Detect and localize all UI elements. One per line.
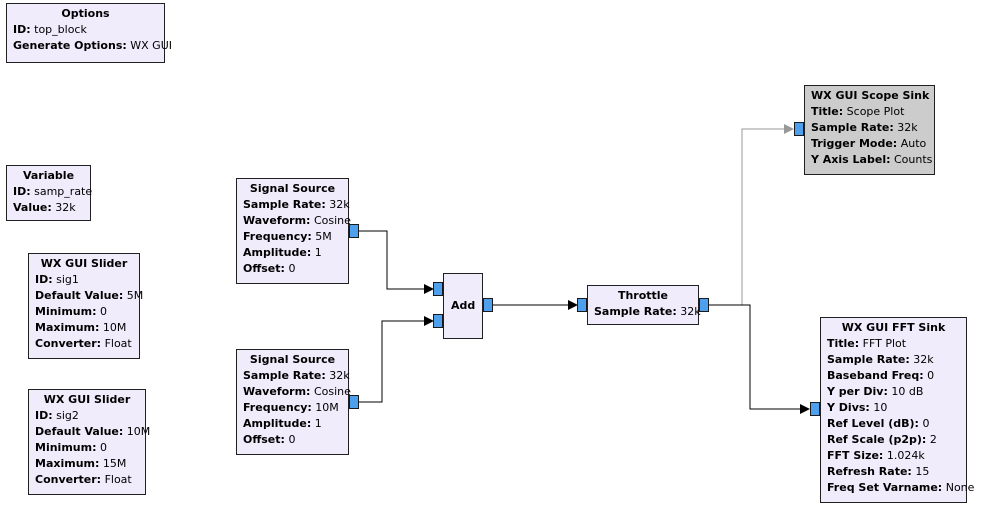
param-waveform: Waveform: Cosine xyxy=(243,214,351,227)
param-offset: Offset: 0 xyxy=(243,433,296,446)
source1-output-port[interactable] xyxy=(349,224,359,238)
param-y-divs: Y Divs: 10 xyxy=(827,401,888,414)
options-block[interactable]: Options ID: top_block Generate Options: … xyxy=(6,3,172,63)
param-minimum: Minimum: 0 xyxy=(35,441,107,454)
throttle-block[interactable]: Throttle Sample Rate: 32k xyxy=(587,285,701,325)
param-refresh-rate: Refresh Rate: 15 xyxy=(827,465,930,478)
slider-block-sig2[interactable]: WX GUI Slider ID: sig2 Default Value: 10… xyxy=(28,389,151,495)
block-title: WX GUI Scope Sink xyxy=(811,89,930,102)
param-trigger-mode: Trigger Mode: Auto xyxy=(811,137,927,150)
scope-input-port[interactable] xyxy=(794,122,804,136)
param-frequency: Frequency: 5M xyxy=(243,230,332,243)
param-ref-level: Ref Level (dB): 0 xyxy=(827,417,930,430)
param-default-value: Default Value: 5M xyxy=(35,289,144,302)
param-id: ID: sig2 xyxy=(35,409,79,422)
wire-source2-to-add[interactable] xyxy=(359,316,434,403)
variable-block[interactable]: Variable ID: samp_rate Value: 32k xyxy=(6,165,93,221)
fft-sink-block[interactable]: WX GUI FFT Sink Title: FFT Plot Sample R… xyxy=(820,317,975,503)
param-baseband-freq: Baseband Freq: 0 xyxy=(827,369,935,382)
scope-sink-block[interactable]: WX GUI Scope Sink Title: Scope Plot Samp… xyxy=(804,85,935,175)
param-frequency: Frequency: 10M xyxy=(243,401,339,414)
param-offset: Offset: 0 xyxy=(243,262,296,275)
param-sample-rate: Sample Rate: 32k xyxy=(243,198,350,211)
param-y-per-div: Y per Div: 10 dB xyxy=(827,385,924,398)
param-sample-rate: Sample Rate: 32k xyxy=(594,305,701,318)
param-default-value: Default Value: 10M xyxy=(35,425,151,438)
param-minimum: Minimum: 0 xyxy=(35,305,107,318)
param-sample-rate: Sample Rate: 32k xyxy=(811,121,918,134)
signal-source-block-2[interactable]: Signal Source Sample Rate: 32k Waveform:… xyxy=(236,349,351,455)
source2-output-port[interactable] xyxy=(349,395,359,409)
block-title: Signal Source xyxy=(249,182,336,195)
block-title: WX GUI Slider xyxy=(40,257,128,270)
param-waveform: Waveform: Cosine xyxy=(243,385,351,398)
add-block[interactable]: Add xyxy=(443,273,483,339)
block-title: Options xyxy=(61,7,110,20)
param-amplitude: Amplitude: 1 xyxy=(243,246,322,259)
wire-throttle-to-fft[interactable] xyxy=(709,304,810,414)
slider-block-sig1[interactable]: WX GUI Slider ID: sig1 Default Value: 5M… xyxy=(28,253,144,359)
block-title: WX GUI FFT Sink xyxy=(841,321,946,334)
param-amplitude: Amplitude: 1 xyxy=(243,417,322,430)
param-id: ID: top_block xyxy=(13,23,87,36)
param-fft-size: FFT Size: 1.024k xyxy=(827,449,925,462)
param-converter: Converter: Float xyxy=(35,337,132,350)
param-title: Title: FFT Plot xyxy=(827,337,907,350)
block-title: Signal Source xyxy=(249,353,336,366)
add-input-port-1[interactable] xyxy=(433,314,443,328)
wire-throttle-to-scope[interactable] xyxy=(709,124,794,306)
block-title: Variable xyxy=(22,169,75,182)
param-maximum: Maximum: 15M xyxy=(35,457,127,470)
block-title: Throttle xyxy=(617,289,669,302)
throttle-input-port[interactable] xyxy=(577,298,587,312)
param-sample-rate: Sample Rate: 32k xyxy=(243,369,350,382)
param-converter: Converter: Float xyxy=(35,473,132,486)
param-maximum: Maximum: 10M xyxy=(35,321,127,334)
throttle-output-port[interactable] xyxy=(699,298,709,312)
fft-input-port[interactable] xyxy=(810,402,820,416)
signal-source-block-1[interactable]: Signal Source Sample Rate: 32k Waveform:… xyxy=(236,178,351,284)
param-freq-set-varname: Freq Set Varname: None xyxy=(827,481,975,494)
add-output-port[interactable] xyxy=(483,298,493,312)
add-input-port-0[interactable] xyxy=(433,282,443,296)
param-id: ID: sig1 xyxy=(35,273,79,286)
block-title: WX GUI Slider xyxy=(43,393,131,406)
param-ref-scale: Ref Scale (p2p): 2 xyxy=(827,433,937,446)
param-sample-rate: Sample Rate: 32k xyxy=(827,353,934,366)
wire-source1-to-add[interactable] xyxy=(359,230,434,294)
param-y-axis-label: Y Axis Label: Counts xyxy=(811,153,933,166)
param-generate-options: Generate Options: WX GUI xyxy=(13,39,172,52)
param-value: Value: 32k xyxy=(13,201,76,214)
block-title: Add xyxy=(451,299,476,312)
param-id: ID: samp_rate xyxy=(13,185,93,198)
param-title: Title: Scope Plot xyxy=(811,105,905,118)
